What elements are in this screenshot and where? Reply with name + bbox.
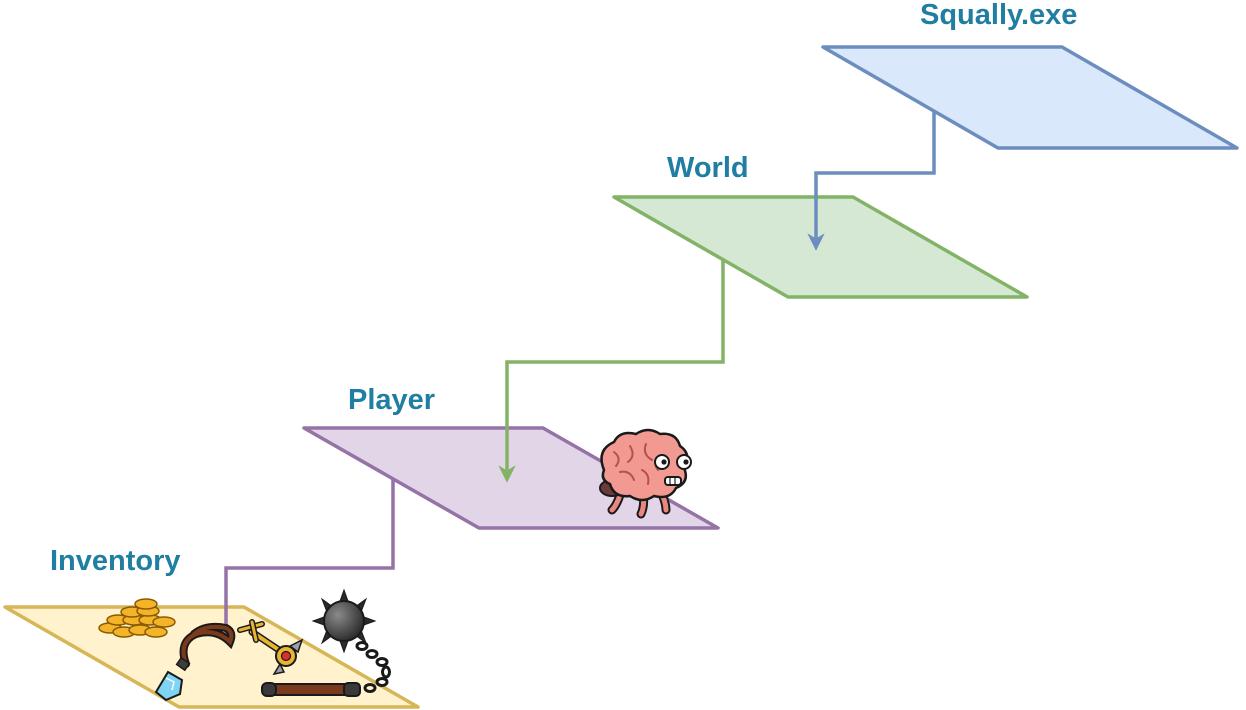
layer-label-inventory: Inventory [50,545,181,577]
layer-label-player: Player [348,384,435,416]
potion-flask-icon [154,656,191,702]
layer-label-world: World [667,152,749,184]
world-plane [612,195,1029,299]
brain-creature-icon [599,428,692,519]
whip-icon [179,622,236,668]
connector-player-to-inventory [224,479,395,640]
layer-label-squally-exe: Squally.exe [920,0,1077,31]
gold-coins-icon [98,598,176,638]
golden-key-icon [237,619,304,676]
connector-world-to-player [498,259,725,483]
connector-squally-to-world [807,110,936,251]
spiked-flail-icon [261,588,391,697]
squally-exe-plane [821,45,1239,150]
